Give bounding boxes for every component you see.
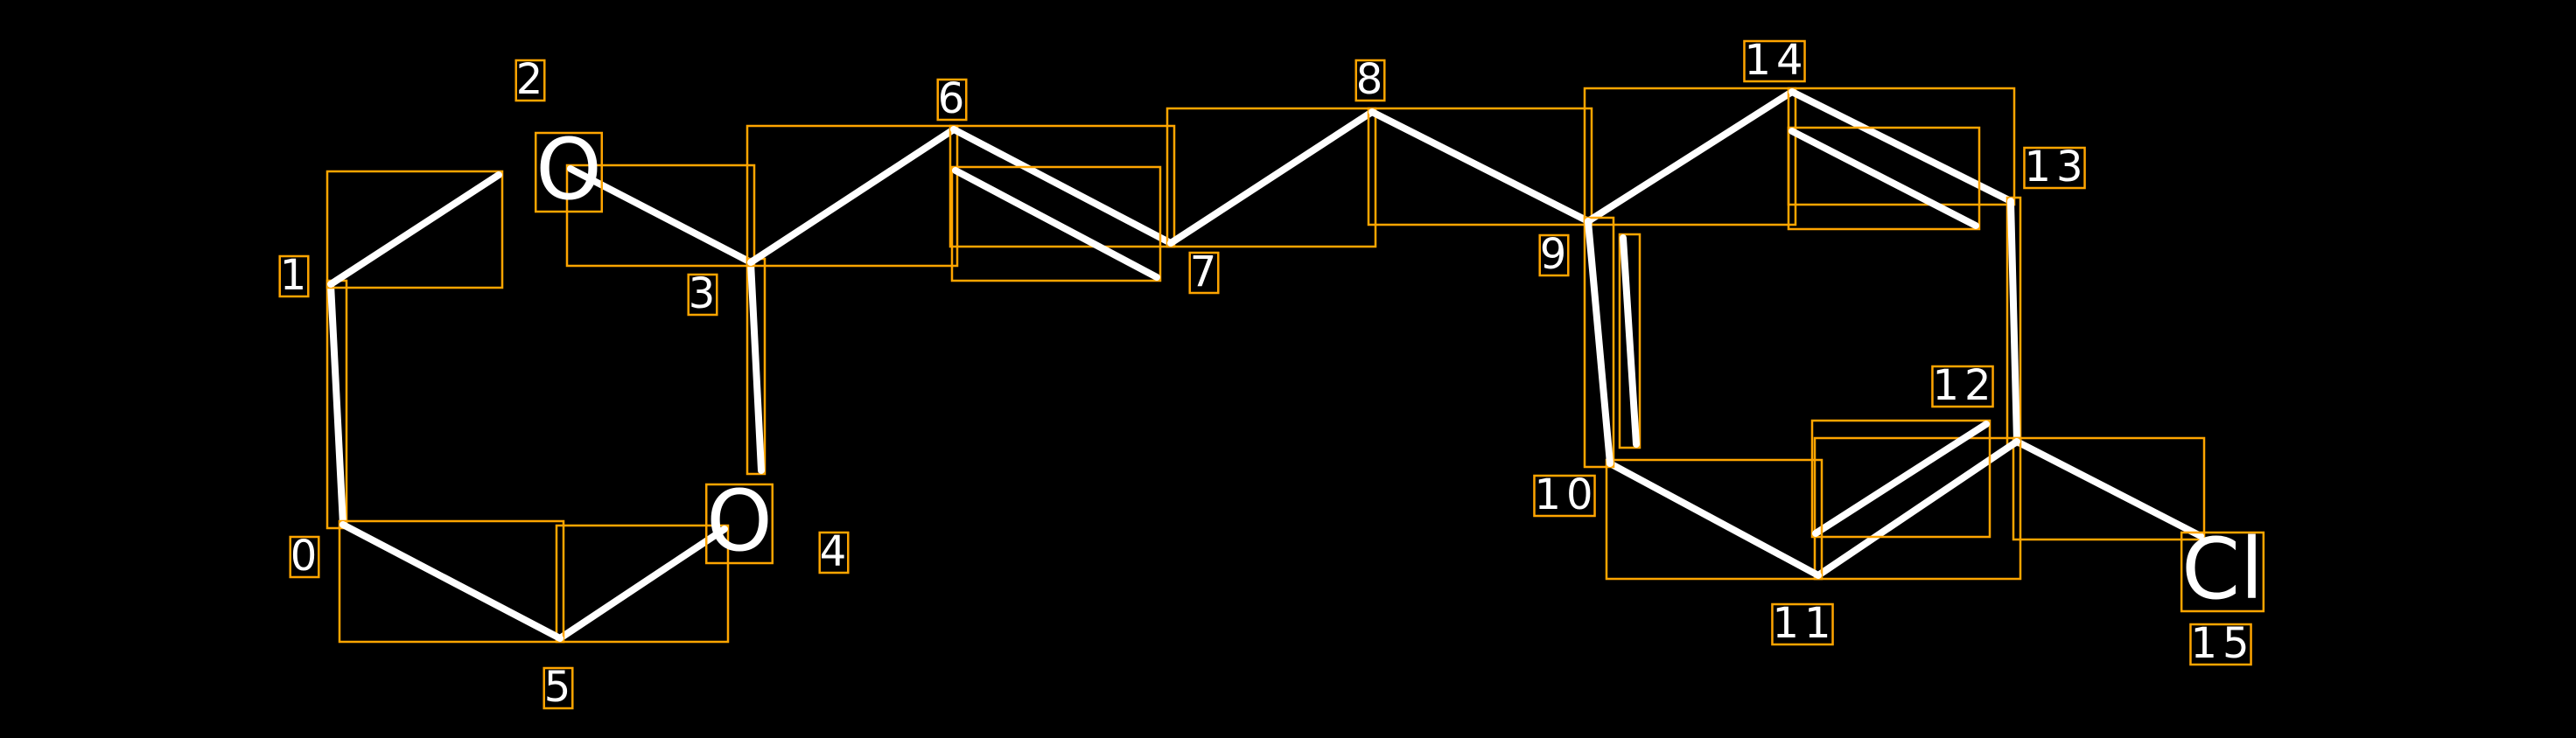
- bond-bounding-box: [1813, 436, 2022, 581]
- bond-line: [747, 259, 765, 474]
- atom-bounding-box: [534, 131, 604, 213]
- atom-index-label: 1: [280, 251, 312, 300]
- bond-bounding-box: [1583, 87, 1797, 226]
- atom-bounding-box: [2180, 531, 2265, 613]
- bond-bounding-box: [555, 524, 730, 644]
- double-bond-line: [1788, 128, 1979, 229]
- label-bounding-box: [818, 531, 850, 574]
- bond-line: [1788, 88, 2014, 205]
- atom-bounding-box: [704, 483, 774, 565]
- double-bond-line: [1620, 234, 1640, 448]
- label-bounding-box: [936, 78, 968, 122]
- atom-symbol: Cl: [2181, 520, 2264, 618]
- bond-line: [747, 126, 957, 266]
- atom-index-label: 11: [1772, 599, 1836, 648]
- label-bounding-box: [1354, 59, 1386, 102]
- atom-index-label: 9: [1540, 230, 1572, 279]
- bond-bounding-box: [565, 164, 756, 268]
- bond-bounding-box: [326, 170, 504, 289]
- bond-bounding-box: [1166, 107, 1377, 248]
- label-bounding-box: [687, 273, 718, 317]
- bond-bounding-box: [746, 124, 959, 268]
- bond-line: [340, 521, 564, 642]
- bond-bounding-box: [338, 519, 565, 644]
- bond-line: [1815, 438, 2020, 579]
- atom-index-label: 8: [1356, 55, 1389, 104]
- bond-bounding-box: [1787, 126, 1981, 231]
- atom-index-label: 4: [820, 527, 852, 576]
- label-bounding-box: [1743, 39, 1806, 83]
- label-bounding-box: [1771, 602, 1834, 646]
- bond-bounding-box: [950, 165, 1162, 282]
- atom-index-label: 0: [290, 532, 323, 581]
- bond-bounding-box: [1583, 216, 1615, 469]
- bond-bounding-box: [1367, 107, 1593, 226]
- atom-symbol: O: [536, 121, 602, 219]
- label-bounding-box: [1188, 251, 1220, 295]
- label-bounding-box: [2023, 146, 2086, 190]
- label-bounding-box: [278, 254, 310, 298]
- double-bond-line: [952, 167, 1160, 281]
- atom-index-label: 14: [1744, 36, 1808, 85]
- atom-index-label: 13: [2024, 143, 2088, 191]
- label-bounding-box: [1538, 233, 1570, 277]
- bond-line: [2007, 198, 2020, 445]
- atom-index-label: 5: [544, 663, 577, 712]
- label-bounding-box: [1931, 365, 1994, 408]
- atom-index-label: 7: [1190, 247, 1222, 296]
- label-bounding-box: [289, 535, 320, 579]
- bond-line: [556, 526, 728, 642]
- bond-line: [950, 126, 1174, 247]
- atom-index-label: 3: [689, 269, 721, 318]
- bond-bounding-box: [948, 124, 1176, 248]
- bond-line: [327, 171, 502, 288]
- double-bond-line: [1812, 421, 1990, 537]
- bond-bounding-box: [1618, 233, 1642, 449]
- atom-index-label: 2: [516, 55, 549, 104]
- bond-bounding-box: [2012, 436, 2206, 541]
- bond-line: [1585, 88, 1796, 225]
- bond-line: [1167, 108, 1376, 247]
- label-bounding-box: [542, 666, 574, 710]
- atom-index-label: 6: [938, 74, 970, 123]
- atom-symbol: O: [706, 472, 773, 570]
- label-bounding-box: [514, 59, 546, 102]
- bond-bounding-box: [1605, 458, 1824, 581]
- label-bounding-box: [2189, 623, 2252, 666]
- bond-line: [567, 165, 754, 266]
- bond-line: [1368, 108, 1592, 225]
- atom-index-label: 12: [1932, 361, 1996, 410]
- bond-bounding-box: [1810, 419, 1992, 539]
- bond-line: [327, 281, 346, 528]
- atom-index-label: 15: [2190, 619, 2254, 668]
- atom-index-label: 10: [1534, 470, 1598, 519]
- bond-line: [1585, 218, 1614, 467]
- label-bounding-box: [1533, 474, 1596, 518]
- bond-line: [1606, 460, 1822, 579]
- bond-line: [2013, 438, 2204, 540]
